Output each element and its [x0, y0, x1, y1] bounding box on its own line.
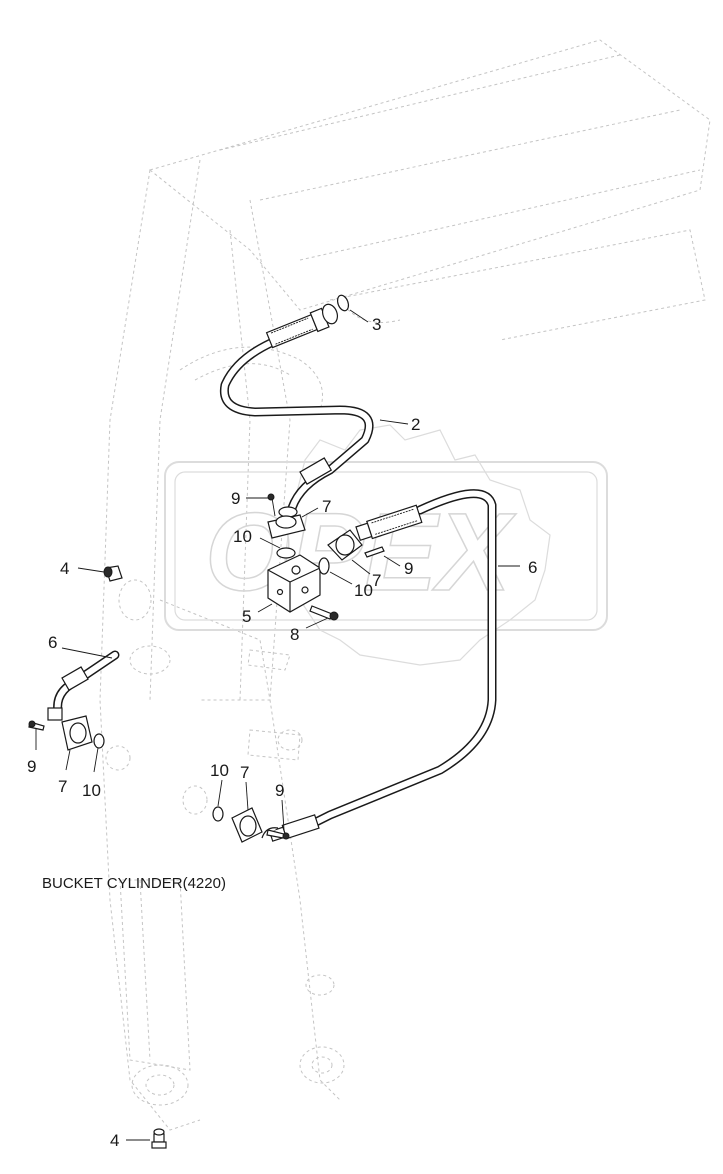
o-ring-3 [336, 294, 350, 312]
callout-10-lower: 10 [210, 761, 229, 780]
flange-clamp-lower [212, 806, 290, 843]
watermark-logo: OPEX [164, 424, 608, 666]
callout-9-right: 9 [404, 559, 413, 578]
ghost-machine-outline [99, 39, 711, 1131]
hose-part-6-right [261, 489, 497, 842]
callout-7-upper: 7 [322, 497, 331, 516]
callout-9-left: 9 [27, 757, 36, 776]
callout-9-upper: 9 [231, 489, 240, 508]
callout-2: 2 [411, 415, 420, 434]
callout-4-mid: 4 [60, 559, 69, 578]
callout-7-lower: 7 [240, 763, 249, 782]
callout-4-bottom: 4 [110, 1131, 119, 1150]
hose-part-6-left [47, 650, 120, 721]
flange-clamp-upper [267, 493, 306, 559]
caption-bucket-cylinder: BUCKET CYLINDER(4220) [42, 875, 226, 892]
watermark-text: OPEX [205, 491, 516, 614]
o-ring-10-left [93, 733, 105, 749]
flange-clamp-left [28, 715, 105, 751]
grease-fitting-4-mid [103, 565, 123, 582]
callout-3: 3 [372, 315, 381, 334]
callout-labels: 3 2 9 7 10 4 5 8 9 7 10 6 6 9 7 10 10 7 … [27, 315, 537, 1150]
callout-10-right: 10 [354, 581, 373, 600]
callout-8: 8 [290, 625, 299, 644]
o-ring-10-upper [276, 547, 296, 559]
callout-7-right: 7 [372, 571, 381, 590]
hose-part-2 [219, 303, 374, 518]
callout-10-left: 10 [82, 781, 101, 800]
callout-6-left: 6 [48, 633, 57, 652]
o-ring-10-right [318, 557, 330, 575]
o-ring-10-lower [212, 806, 224, 822]
bolt-part-8 [309, 605, 339, 621]
callout-9-lower: 9 [275, 781, 284, 800]
callout-5: 5 [242, 607, 251, 626]
callout-6-right: 6 [528, 558, 537, 577]
leader-lines [35, 309, 520, 1141]
grease-fitting-4-bottom [151, 1128, 167, 1149]
valve-block-part-5 [267, 554, 321, 613]
flange-clamp-right [318, 529, 385, 575]
callout-10-upper: 10 [233, 527, 252, 546]
callout-7-left: 7 [58, 777, 67, 796]
